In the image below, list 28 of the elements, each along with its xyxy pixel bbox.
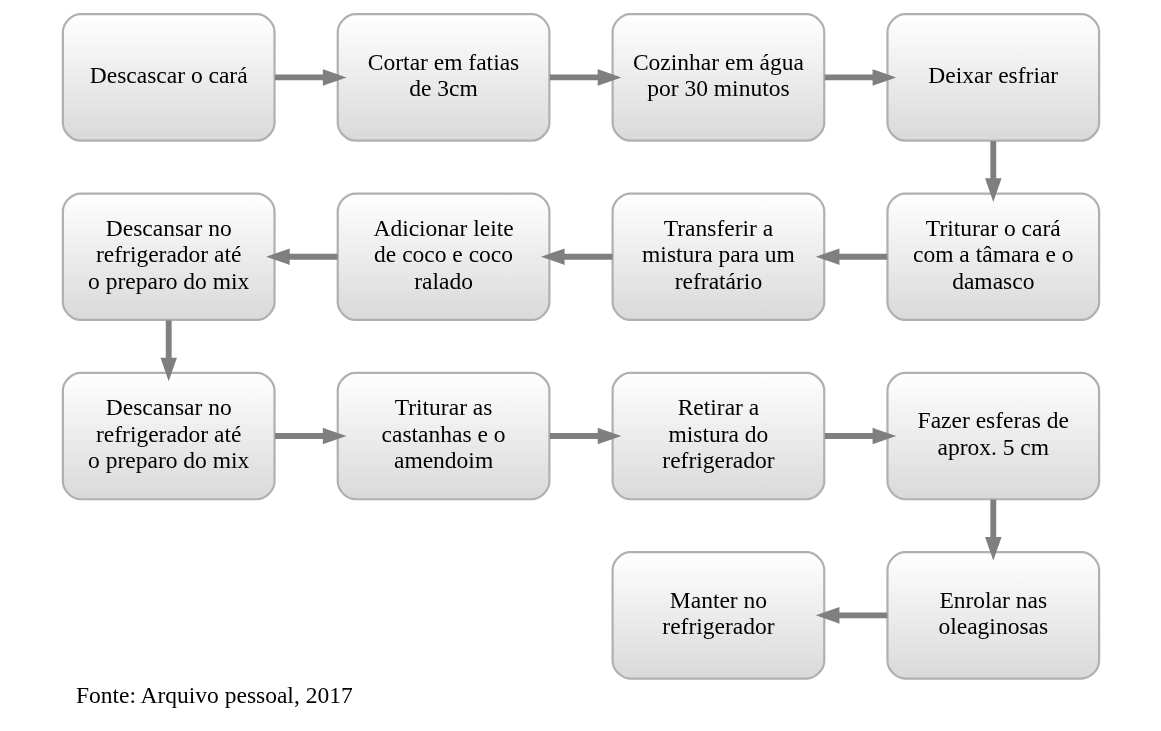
node-box: Triturar o cará com a tâmara e o damasco (885, 192, 1100, 322)
node-box: Enrolar nas oleaginosas (885, 551, 1100, 680)
caption: Fonte: Arquivo pessoal, 2017 (75, 682, 353, 709)
arrow (540, 248, 612, 265)
node-box: Retirar a mistura do refrigerador (611, 371, 825, 501)
arrow (549, 427, 621, 445)
arrow (984, 141, 1002, 202)
node-box: Transferir a mistura para um refratário (611, 192, 825, 322)
arrow (815, 607, 887, 624)
arrow (265, 248, 338, 265)
node-box: Triturar as castanhas e o amendoim (336, 371, 550, 501)
node-box: Descascar o cará (61, 13, 276, 142)
arrow (274, 427, 346, 445)
arrow (815, 248, 887, 265)
arrow (824, 427, 896, 445)
arrow (274, 69, 346, 86)
arrow (549, 69, 621, 86)
node-box: Descansar no refrigerador até o preparo do mix (61, 192, 276, 322)
node-box: Cozinhar em água por 30 minutos (611, 13, 825, 142)
arrow (159, 320, 177, 382)
arrow (984, 499, 1002, 561)
node-box: Fazer esferas de aprox. 5 cm (885, 371, 1100, 501)
node-box: Descansar no refrigerador até o preparo do mix (61, 371, 276, 501)
arrow (824, 69, 896, 86)
node-box: Manter no refrigerador (611, 551, 825, 680)
node-box: Cortar em fatias de 3cm (336, 13, 550, 142)
node-box: Deixar esfriar (885, 13, 1100, 142)
node-box: Adicionar leite de coco e coco ralado (336, 192, 550, 322)
